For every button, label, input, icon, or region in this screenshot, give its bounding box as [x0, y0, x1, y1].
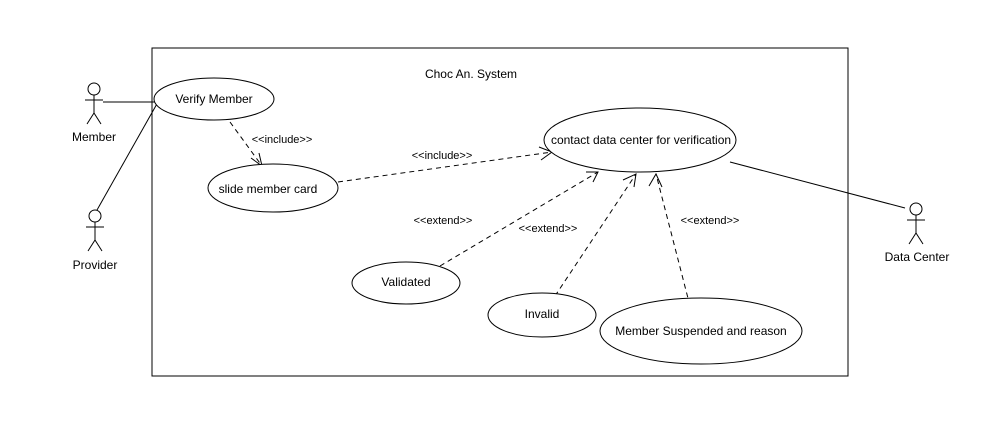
extend-line-invalid-contact [554, 173, 637, 297]
include-line-slide-contact [337, 151, 553, 183]
extend-label-1: <<extend>> [414, 215, 473, 227]
actor-data-center-icon [907, 202, 925, 245]
use-case-slide-member-card-label: slide member card [219, 182, 318, 196]
system-title: Choc An. System [425, 67, 517, 81]
include-label-1: <<include>> [252, 134, 313, 146]
use-case-verify-member-label: Verify Member [175, 92, 252, 106]
use-case-validated [351, 261, 461, 305]
association-provider-verify [96, 101, 159, 211]
arrowhead-extend-invalid [622, 173, 637, 188]
actor-provider-label: Provider [73, 258, 118, 272]
use-case-member-suspended-label: Member Suspended and reason [615, 324, 786, 338]
use-case-slide-member-card [207, 163, 339, 213]
use-case-member-suspended [599, 297, 803, 365]
arrowhead-extend-suspended [648, 172, 663, 188]
use-case-verify-member [153, 77, 275, 121]
extend-label-2: <<extend>> [519, 223, 578, 235]
use-case-invalid-label: Invalid [525, 307, 560, 321]
association-datacenter-contact [729, 161, 906, 209]
include-line-verify-slide [229, 121, 263, 167]
include-label-2: <<include>> [412, 150, 473, 162]
actor-data-center-label: Data Center [885, 250, 950, 264]
extend-label-3: <<extend>> [681, 215, 740, 227]
use-case-validated-label: Validated [381, 275, 430, 289]
use-case-contact-data-center-label: contact data center for verification [551, 133, 731, 147]
use-case-invalid [487, 292, 597, 338]
actor-member-label: Member [72, 130, 116, 144]
actor-member-icon [85, 82, 103, 125]
use-case-contact-data-center [543, 107, 737, 173]
extend-line-suspended-contact [655, 173, 691, 307]
arrowhead-extend-validated [586, 171, 599, 183]
system-boundary [151, 47, 849, 377]
actor-provider-icon [86, 209, 104, 252]
extend-line-validated-contact [439, 171, 599, 267]
